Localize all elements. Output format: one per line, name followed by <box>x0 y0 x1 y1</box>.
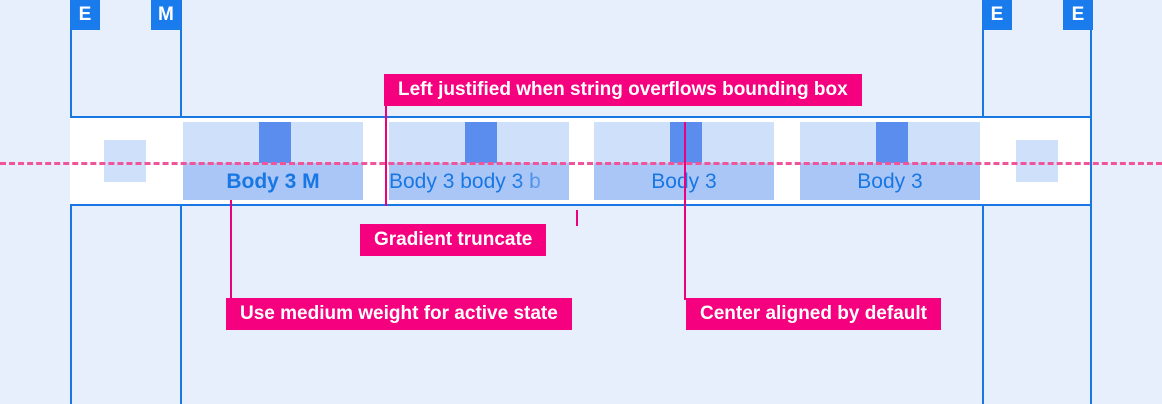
leader-line-center-aligned <box>684 122 686 300</box>
annotation-text: Gradient truncate <box>374 229 533 250</box>
guide-marker-m: M <box>151 0 181 30</box>
annotation-text: Left justified when string overflows bou… <box>398 79 848 100</box>
annotation-text: Use medium weight for active state <box>240 303 558 324</box>
tab-icon <box>670 122 702 163</box>
tab-label: Body 3 body 3 b <box>389 170 541 193</box>
guide-marker-label: E <box>1071 4 1085 25</box>
guide-marker-e-right-inner: E <box>982 0 1012 30</box>
tab-label: Body 3 <box>651 170 717 193</box>
annotation-overflow: Left justified when string overflows bou… <box>384 74 862 106</box>
annotation-gradient-truncate: Gradient truncate <box>360 224 547 256</box>
tab-body-3-body-3-b[interactable]: Body 3 body 3 b <box>389 122 569 200</box>
tab-body-3-fourth[interactable]: Body 3 <box>800 122 980 200</box>
tab-label-region <box>800 163 980 200</box>
guide-marker-e-left-outer: E <box>70 0 100 30</box>
guide-marker-label: E <box>78 4 92 25</box>
guide-marker-e-right-outer: E <box>1063 0 1093 30</box>
vertical-center-baseline <box>0 162 1162 165</box>
endcap-icon-left <box>104 140 146 182</box>
tab-label: Body 3 M <box>226 170 320 193</box>
tab-icon <box>876 122 908 163</box>
tab-label-region <box>183 163 363 200</box>
tab-icon <box>465 122 497 163</box>
leader-line-medium-weight <box>230 200 232 300</box>
leader-line-gradient <box>576 210 578 226</box>
tab-label: Body 3 <box>857 170 923 193</box>
leader-line-overflow <box>385 106 387 206</box>
annotation-medium-weight: Use medium weight for active state <box>226 298 572 330</box>
guide-marker-label: M <box>157 4 175 25</box>
tab-label-region <box>389 163 569 200</box>
endcap-icon-right <box>1016 140 1058 182</box>
guide-line-e-right-outer <box>1090 0 1092 404</box>
guide-marker-label: E <box>990 4 1004 25</box>
annotation-text: Center aligned by default <box>700 303 927 324</box>
tab-icon <box>259 122 291 163</box>
annotation-center-aligned: Center aligned by default <box>686 298 941 330</box>
tab-body-3-m[interactable]: Body 3 M <box>183 122 363 200</box>
